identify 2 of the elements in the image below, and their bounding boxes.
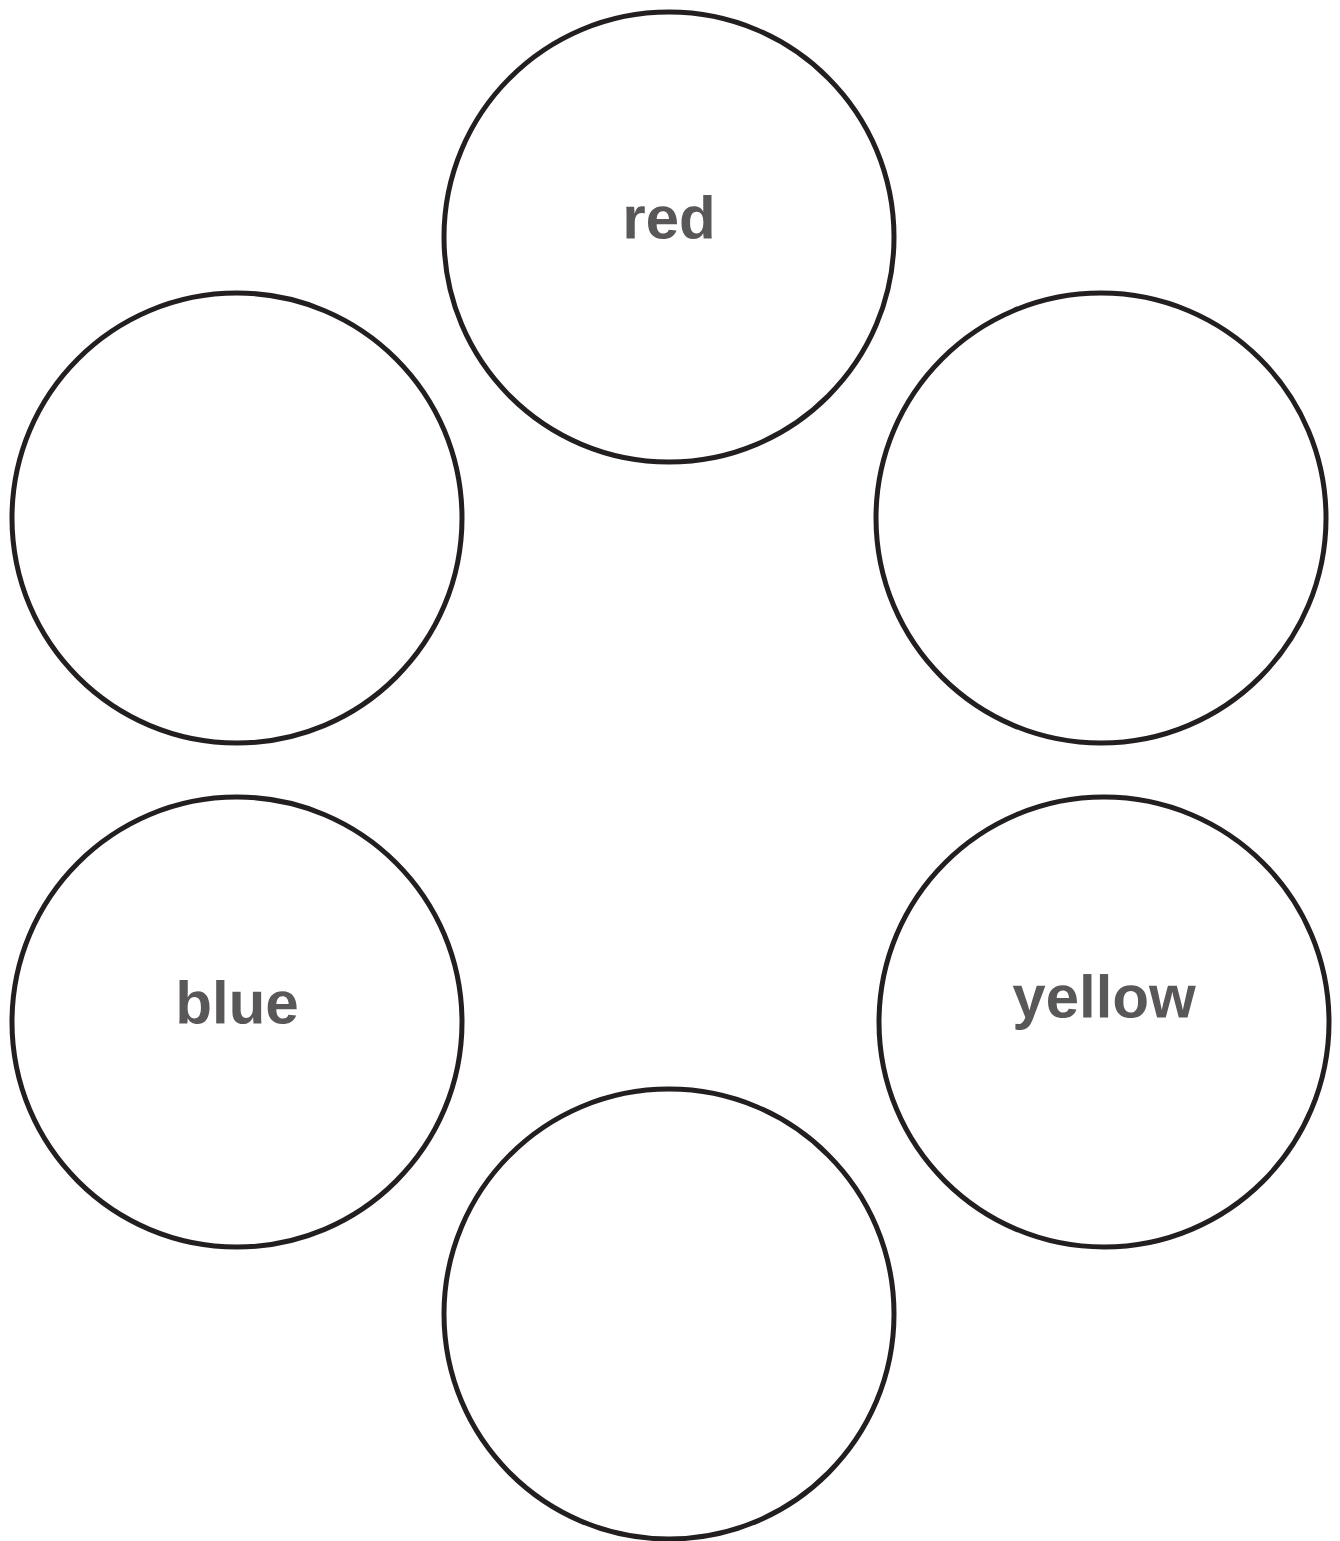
empty-circle xyxy=(873,290,1329,746)
empty-circle xyxy=(9,290,465,746)
